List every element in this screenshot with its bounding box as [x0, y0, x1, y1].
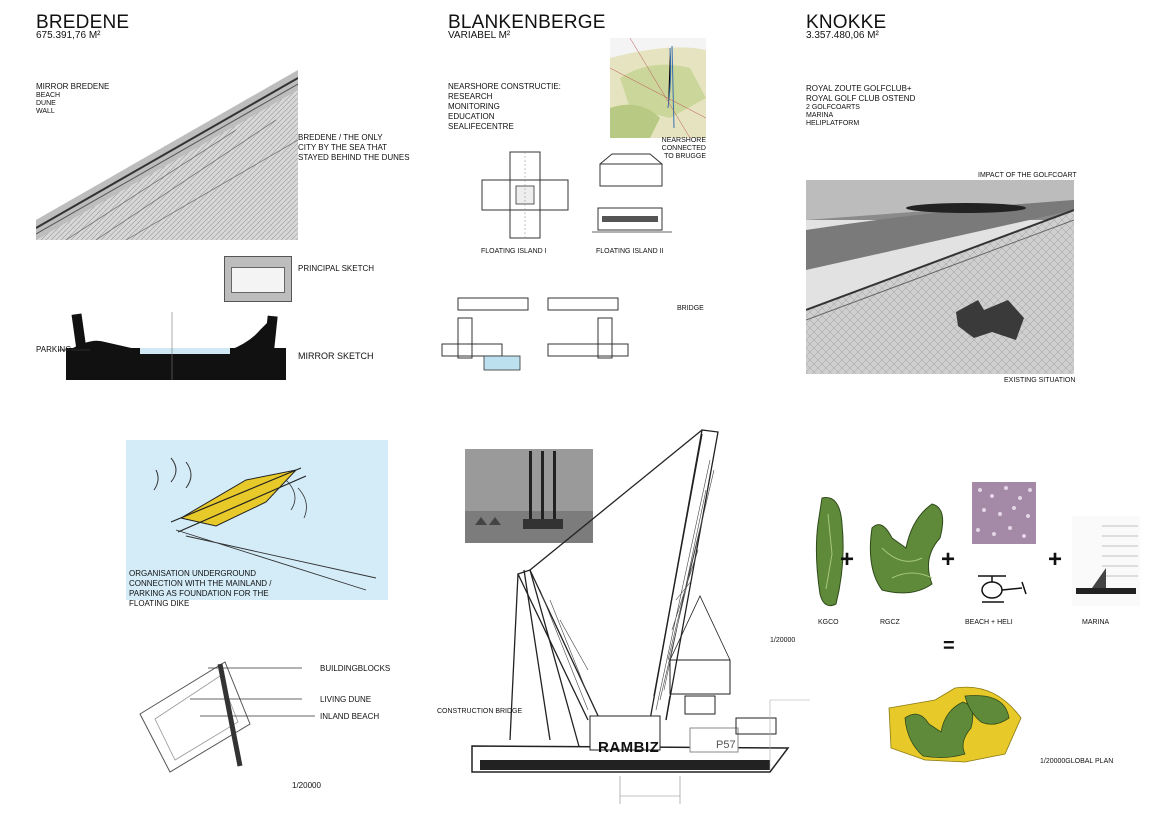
rambiz-crane-drawing [471, 429, 810, 804]
component-label-marina: MARINA [1082, 619, 1110, 626]
list-item: NEARSHORE CONSTRUCTIE: [448, 82, 561, 91]
global-plan-drawing [888, 686, 1022, 763]
component-label-kgco: KGCO [818, 619, 839, 626]
existing-situation-label: EXISTING SITUATION [1004, 377, 1076, 384]
principal-sketch-thumb [224, 256, 292, 302]
plan-label-buildingblocks: BUILDINGBLOCKS [320, 664, 391, 673]
bredene-area: 675.391,76 M² [36, 30, 101, 41]
nearshore-connected-note: NEARSHORE CONNECTED TO BRUGGE [620, 137, 706, 161]
knokke-aerial-map [806, 180, 1074, 374]
note-line: CITY BY THE SEA THAT [298, 143, 388, 152]
mirror-sketch-section [58, 312, 286, 380]
mirror-list-item: DUNE [36, 100, 56, 107]
bredene-mirror-list: MIRROR BREDENE BEACH DUNE WALL [36, 82, 109, 116]
plus-icon: + [840, 546, 855, 573]
plus-icon: + [941, 546, 956, 573]
bridge-label: BRIDGE [677, 305, 704, 312]
floating-island-1-drawing [481, 151, 569, 239]
mirror-list-item: WALL [36, 108, 55, 115]
blankenberge-area: VARIABEL M² [448, 30, 511, 41]
floating-island-2-label: FLOATING ISLAND II [596, 248, 664, 255]
note-line: CONNECTION WITH THE MAINLAND / [129, 579, 272, 588]
golf-list: ROYAL ZOUTE GOLFCLUB+ ROYAL GOLF CLUB OS… [806, 84, 915, 128]
list-item: MARINA [806, 112, 834, 119]
impact-label: IMPACT OF THE GOLFCOART [978, 172, 1077, 179]
note-line: NEARSHORE CONNECTED [661, 137, 706, 152]
mirror-list-title: MIRROR BREDENE [36, 82, 110, 91]
brugge-map [610, 38, 706, 138]
bredene-map [36, 70, 298, 240]
bredene-title: BREDENE [36, 12, 130, 33]
list-item: 2 GOLFCOARTS [806, 104, 860, 111]
underground-note: ORGANISATION UNDERGROUND CONNECTION WITH… [129, 569, 272, 609]
bredene-scale: 1/20000 [292, 781, 321, 790]
floating-island-2-drawing [592, 153, 672, 233]
floating-island-1-label: FLOATING ISLAND I [481, 248, 547, 255]
knokke-title: KNOKKE [806, 12, 887, 33]
note-line: STAYED BEHIND THE DUNES [298, 153, 410, 162]
list-item: HELIPLATFORM [806, 120, 860, 127]
rgcz-plan [869, 503, 944, 594]
note-line: BREDENE / THE ONLY [298, 133, 383, 142]
list-item: MONITORING [448, 102, 500, 111]
bridge-drawing [441, 297, 629, 371]
note-line: PARKING AS FOUNDATION FOR THE [129, 589, 269, 598]
knokke-area: 3.357.480,06 M² [806, 30, 879, 41]
kgco-plan [815, 497, 844, 607]
underground-connection-sketch [126, 440, 388, 600]
note-line: FLOATING DIKE [129, 599, 190, 608]
plan-label-living-dune: LIVING DUNE [320, 695, 372, 704]
list-item: ROYAL GOLF CLUB OSTEND [806, 94, 916, 103]
mirror-list-item: BEACH [36, 92, 61, 99]
bredene-plan-drawing [139, 661, 315, 773]
note-line: ORGANISATION UNDERGROUND [129, 569, 256, 578]
equals-icon: = [943, 635, 955, 657]
helicopter-icon [978, 575, 1027, 603]
knokke-scale: 1/20000 [770, 637, 796, 644]
note-line: TO BRUGGE [664, 153, 706, 160]
mirror-sketch-label: MIRROR SKETCH [298, 351, 374, 361]
crane-code: P57 [716, 739, 736, 751]
plus-icon: + [1048, 546, 1063, 573]
global-plan-label: 1/20000GLOBAL PLAN [1040, 758, 1114, 765]
construction-bridge-label: CONSTRUCTION BRIDGE [437, 708, 523, 715]
component-label-beach-heli: BEACH + HELI [965, 619, 1013, 626]
crane-name: RAMBIZ [598, 739, 660, 756]
component-label-rgcz: RGCZ [880, 619, 900, 626]
bredene-only-city-note: BREDENE / THE ONLY CITY BY THE SEA THAT … [298, 133, 410, 163]
beach-crowd-photo [972, 482, 1036, 544]
marina-plan [1072, 516, 1140, 606]
principal-sketch-label: PRINCIPAL SKETCH [298, 264, 375, 273]
blankenberge-title: BLANKENBERGE [448, 12, 606, 33]
list-item: SEALIFECENTRE [448, 122, 514, 131]
list-item: RESEARCH [448, 92, 493, 101]
list-item: EDUCATION [448, 112, 495, 121]
parking-label: PARKING [36, 345, 72, 354]
crane-photo [465, 449, 593, 543]
nearshore-list: NEARSHORE CONSTRUCTIE: RESEARCH MONITORI… [448, 82, 561, 132]
plan-label-inland-beach: INLAND BEACH [320, 712, 380, 721]
list-item: ROYAL ZOUTE GOLFCLUB+ [806, 84, 912, 93]
